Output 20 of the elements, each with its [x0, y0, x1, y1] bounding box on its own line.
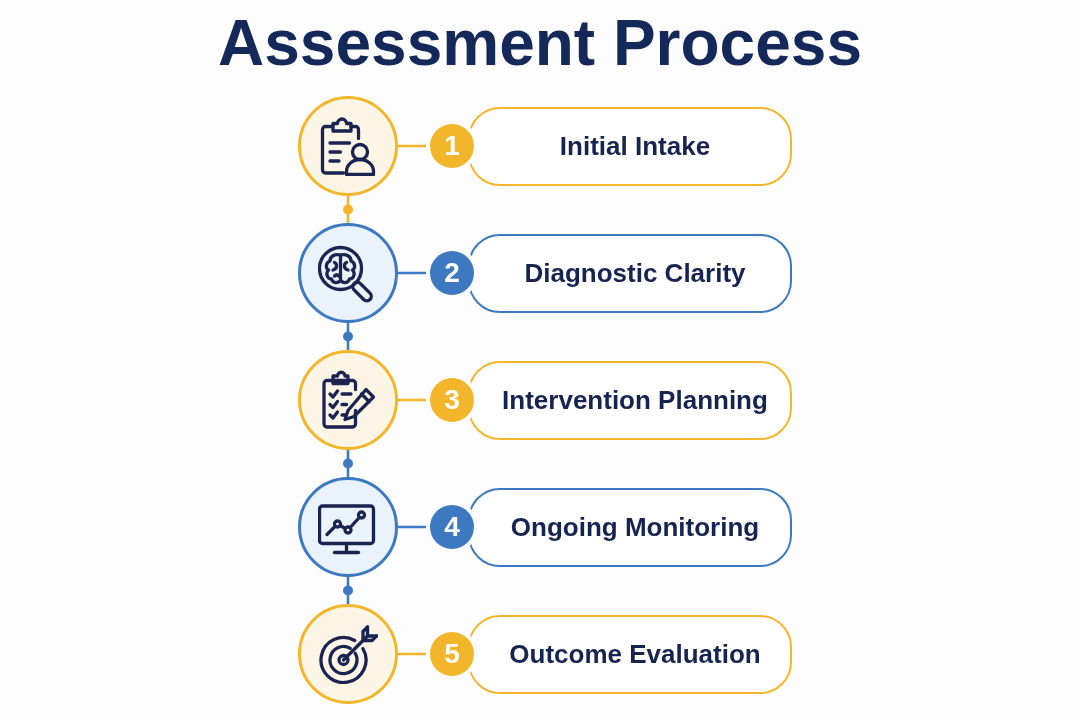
step-number-badge: 2 — [430, 251, 474, 295]
step-label: Diagnostic Clarity — [524, 257, 746, 289]
step-card — [468, 360, 792, 440]
step-card — [468, 614, 792, 694]
step-label: Outcome Evaluation — [509, 638, 761, 670]
step-number-badge: 4 — [430, 505, 474, 549]
connector-line — [346, 196, 350, 223]
step-card — [468, 233, 792, 313]
step-label: Initial Intake — [559, 130, 711, 162]
step-label: Intervention Planning — [502, 384, 768, 416]
connector-line — [346, 323, 350, 350]
connector-line — [346, 450, 350, 477]
title: Assessment Process — [218, 8, 862, 79]
connector-line — [346, 577, 350, 604]
step-number-badge: 5 — [430, 632, 474, 676]
step-card — [468, 106, 792, 186]
step-card — [468, 487, 792, 567]
step-number-badge: 1 — [430, 124, 474, 168]
step-number-badge: 3 — [430, 378, 474, 422]
step-label: Ongoing Monitoring — [510, 511, 760, 543]
